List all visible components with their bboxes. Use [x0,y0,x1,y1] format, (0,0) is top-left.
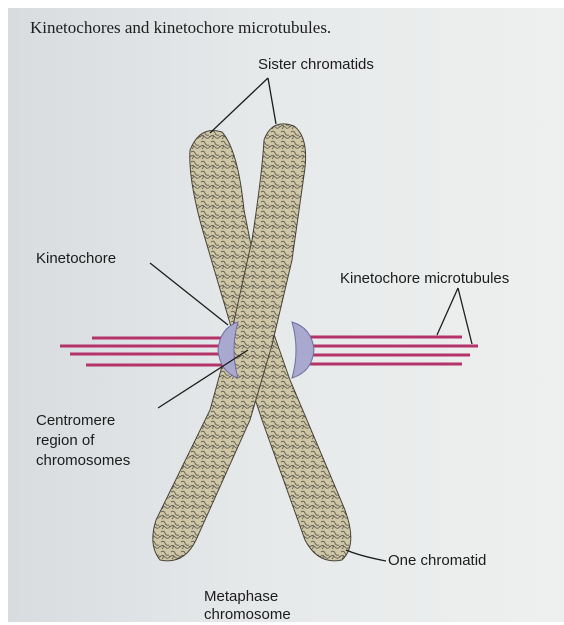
label-centromere-1: Centromere [36,412,115,429]
microtubules-left [60,338,226,365]
label-kinetochore: Kinetochore [36,250,116,267]
kinetochore-right [292,322,314,378]
label-centromere-2: region of [36,432,94,449]
label-metaphase-2: chromosome [204,606,291,623]
label-centromere-3: chromosomes [36,452,130,469]
label-one-chromatid: One chromatid [388,552,486,569]
label-kinetochore-microtubules: Kinetochore microtubules [340,270,509,287]
label-metaphase-1: Metaphase [204,588,278,605]
label-sister-chromatids: Sister chromatids [258,56,374,73]
leader-one-chromatid [346,550,386,561]
microtubules-right [300,337,478,364]
leader-microtubules-1 [437,288,458,335]
leader-sister-left [210,78,268,133]
leader-sister-right [268,78,276,124]
